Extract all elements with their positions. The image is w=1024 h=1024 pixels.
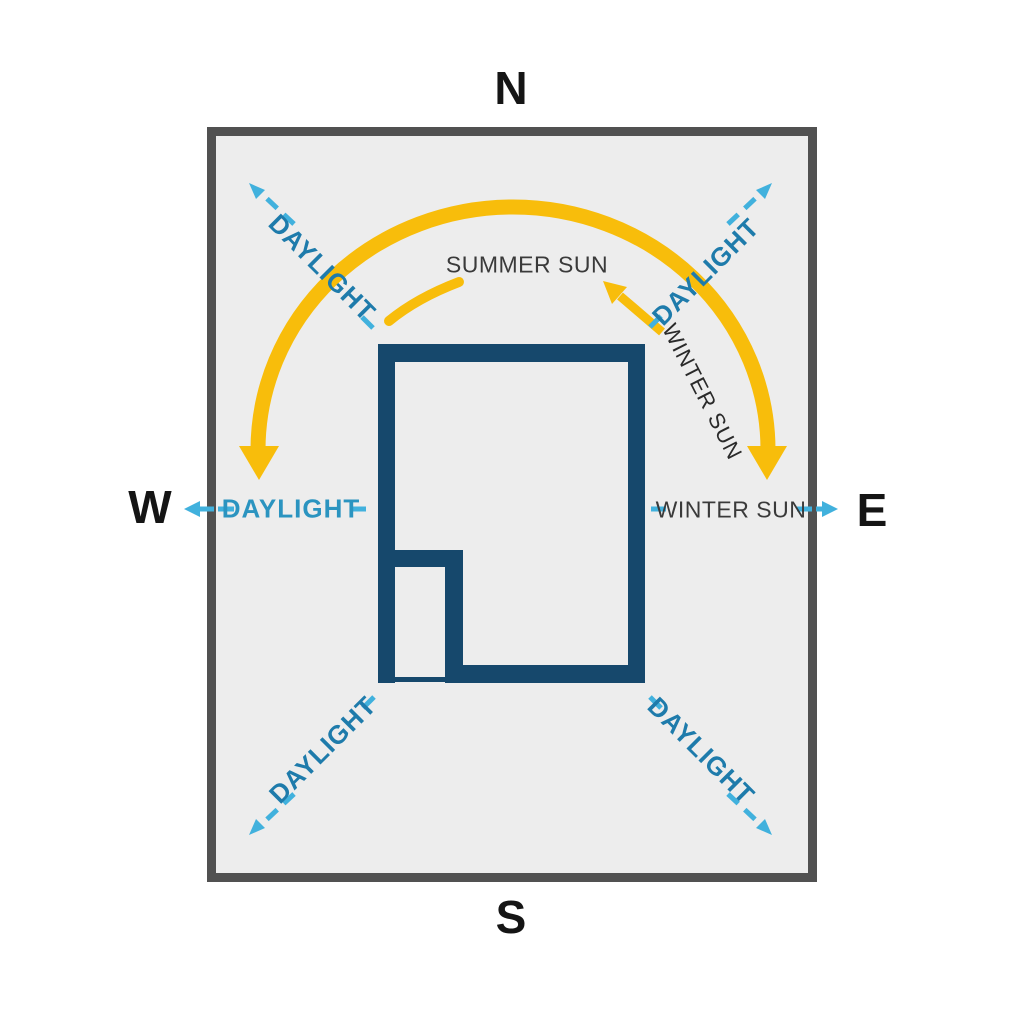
daylight-label-west: DAYLIGHT <box>221 493 361 524</box>
winter-sun-east-label: WINTER SUN <box>655 496 807 523</box>
compass-east: E <box>856 484 888 536</box>
compass-south: S <box>495 891 527 943</box>
summer-sun-label: SUMMER SUN <box>445 251 609 278</box>
compass-north: N <box>494 62 528 114</box>
compass-west: W <box>128 481 172 533</box>
